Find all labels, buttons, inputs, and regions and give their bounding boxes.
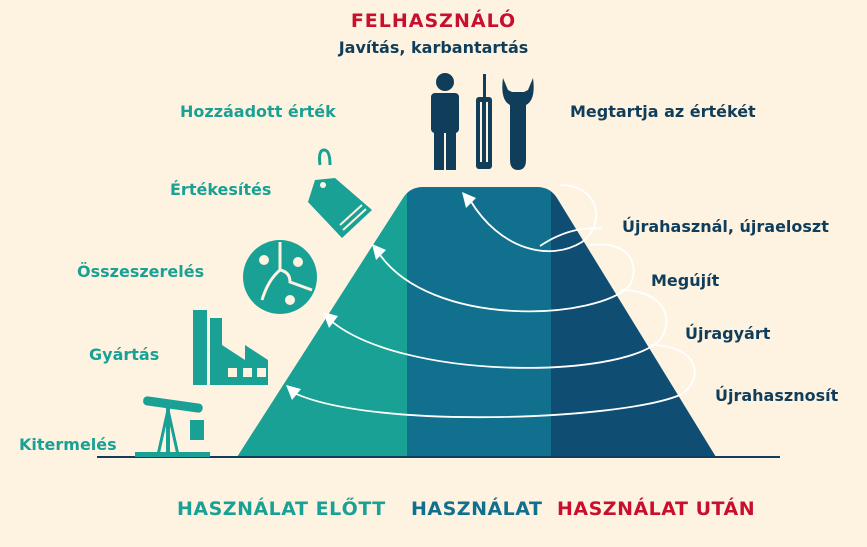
label-before-use: HASZNÁLAT ELŐTT xyxy=(177,498,386,520)
label-during-use: HASZNÁLAT xyxy=(411,498,543,520)
person-icon xyxy=(431,73,459,170)
refurbish-arrow xyxy=(377,243,635,313)
recycle-arrow xyxy=(291,344,696,419)
label-refurbish: Megújít xyxy=(651,271,720,290)
price-tag-icon xyxy=(308,148,372,238)
label-assembly: Összeszerelés xyxy=(77,262,205,281)
label-value-added: Hozzáadott érték xyxy=(180,102,336,121)
label-after-use: HASZNÁLAT UTÁN xyxy=(557,498,756,520)
label-retains-value: Megtartja az értékét xyxy=(570,102,756,121)
label-remanufacture: Újragyárt xyxy=(685,324,771,343)
label-recycle: Újrahasznosít xyxy=(715,386,839,405)
puzzle-icon xyxy=(243,240,317,314)
label-extraction: Kitermelés xyxy=(19,435,117,454)
label-manufacturing: Gyártás xyxy=(89,345,160,364)
factory-icon xyxy=(193,310,268,385)
arrow-head-refurbish xyxy=(372,244,386,260)
arrow-head-remanufacture xyxy=(323,312,338,328)
hill-section-during xyxy=(407,187,551,457)
wrench-icon xyxy=(502,78,534,170)
user-title: FELHASZNÁLÓ xyxy=(350,10,517,32)
reuse-arrow xyxy=(469,184,603,253)
arrow-head-recycle xyxy=(286,385,301,400)
pump-jack-icon xyxy=(135,396,210,457)
arrow-heads xyxy=(286,192,476,400)
label-sales: Értékesítés xyxy=(170,180,272,199)
remanufacture-arrow xyxy=(329,289,668,369)
screwdriver-icon xyxy=(476,74,492,169)
circular-arrows xyxy=(291,184,696,419)
arrow-head-reuse xyxy=(462,192,476,208)
user-subtitle: Javítás, karbantartás xyxy=(338,38,529,57)
label-reuse: Újrahasznál, újraeloszt xyxy=(622,217,829,236)
